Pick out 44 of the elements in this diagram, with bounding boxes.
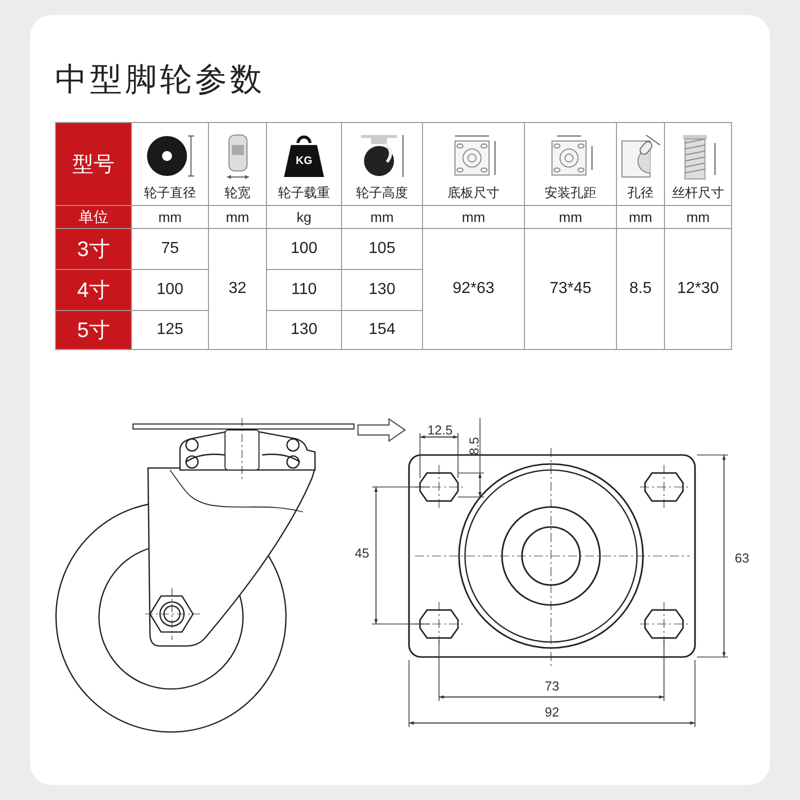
spec-value: 130: [267, 311, 341, 349]
column-header: 丝杆尺寸: [672, 184, 724, 202]
row-header: 3寸: [56, 229, 131, 269]
spec-value: 92*63: [423, 229, 524, 349]
dimension-label: 63: [734, 550, 750, 566]
spec-value: 73*45: [525, 229, 616, 349]
dimension-label: 73: [544, 678, 560, 694]
spec-value: 130: [342, 270, 422, 310]
unit-label: mm: [342, 206, 422, 228]
dimension-label: 12.5: [427, 422, 453, 438]
spec-value: 100: [267, 229, 341, 269]
unit-label: mm: [132, 206, 208, 228]
column-header: 安装孔距: [544, 184, 596, 202]
unit-label: mm: [525, 206, 616, 228]
spec-value: 110: [267, 270, 341, 310]
column-header: 孔径: [628, 184, 654, 202]
column-header: 轮子直径: [144, 184, 196, 202]
spec-value: 32: [209, 229, 266, 349]
column-header: 轮子高度: [356, 184, 408, 202]
dimension-label: 92: [544, 704, 560, 720]
spec-value: 8.5: [617, 229, 664, 349]
spec-value: 75: [132, 229, 208, 269]
unit-label: mm: [209, 206, 266, 228]
row-header: 单位: [56, 206, 131, 228]
title: 中型脚轮参数: [55, 59, 265, 100]
column-header: 轮宽: [224, 184, 250, 202]
spec-value: 105: [342, 229, 422, 269]
row-header: 4寸: [56, 270, 131, 310]
dimension-label: 8.5: [466, 436, 482, 456]
column-header: 底板尺寸: [448, 184, 500, 202]
unit-label: mm: [665, 206, 731, 228]
spec-value: 12*30: [665, 229, 731, 349]
unit-label: mm: [617, 206, 664, 228]
spec-value: 125: [132, 311, 208, 349]
spec-value: 100: [132, 270, 208, 310]
row-header: 5寸: [56, 311, 131, 349]
row-header: 型号: [56, 123, 131, 205]
column-header: 轮子载重: [278, 184, 330, 202]
unit-label: kg: [267, 206, 341, 228]
icon-text: KG: [294, 155, 314, 167]
unit-label: mm: [423, 206, 524, 228]
dimension-label: 45: [354, 546, 370, 560]
spec-value: 154: [342, 311, 422, 349]
hollow-arrow: [357, 418, 406, 442]
